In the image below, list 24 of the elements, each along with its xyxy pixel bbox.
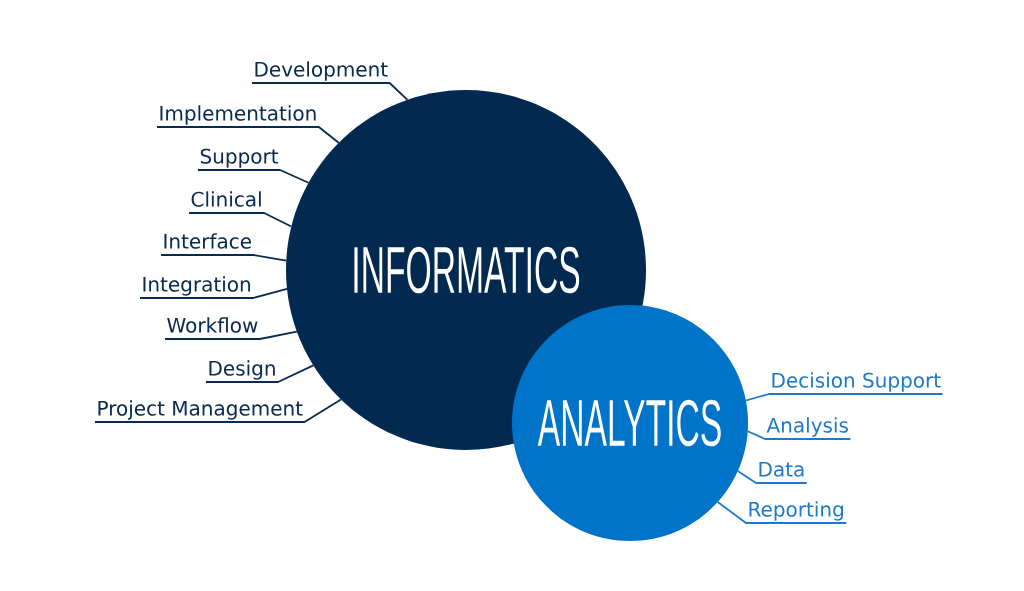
leader-line (736, 470, 808, 484)
term-label: Integration (143, 276, 250, 296)
term-label: Analysis (766, 417, 848, 437)
term-label: Clinical (191, 191, 261, 207)
term-label: Design (209, 360, 275, 380)
term-label: Support (200, 148, 279, 168)
leader-line (160, 254, 288, 262)
leader-line (164, 330, 298, 340)
leader-line (188, 212, 293, 228)
term-label: Decision Support (772, 372, 941, 392)
term-label: Data (759, 461, 804, 477)
leader-line (205, 364, 315, 383)
leader-line (94, 398, 342, 423)
leader-line (746, 430, 852, 440)
leader-line (197, 169, 310, 184)
term-label: Workflow (167, 317, 258, 333)
term-label: Interface (164, 233, 251, 249)
term-label: Development (255, 61, 388, 81)
term-label: Reporting (749, 501, 843, 521)
leader-line (251, 82, 409, 101)
leader-line (744, 393, 944, 402)
leader-line (716, 501, 848, 524)
leader-line (139, 287, 288, 299)
leader-line (156, 126, 340, 144)
